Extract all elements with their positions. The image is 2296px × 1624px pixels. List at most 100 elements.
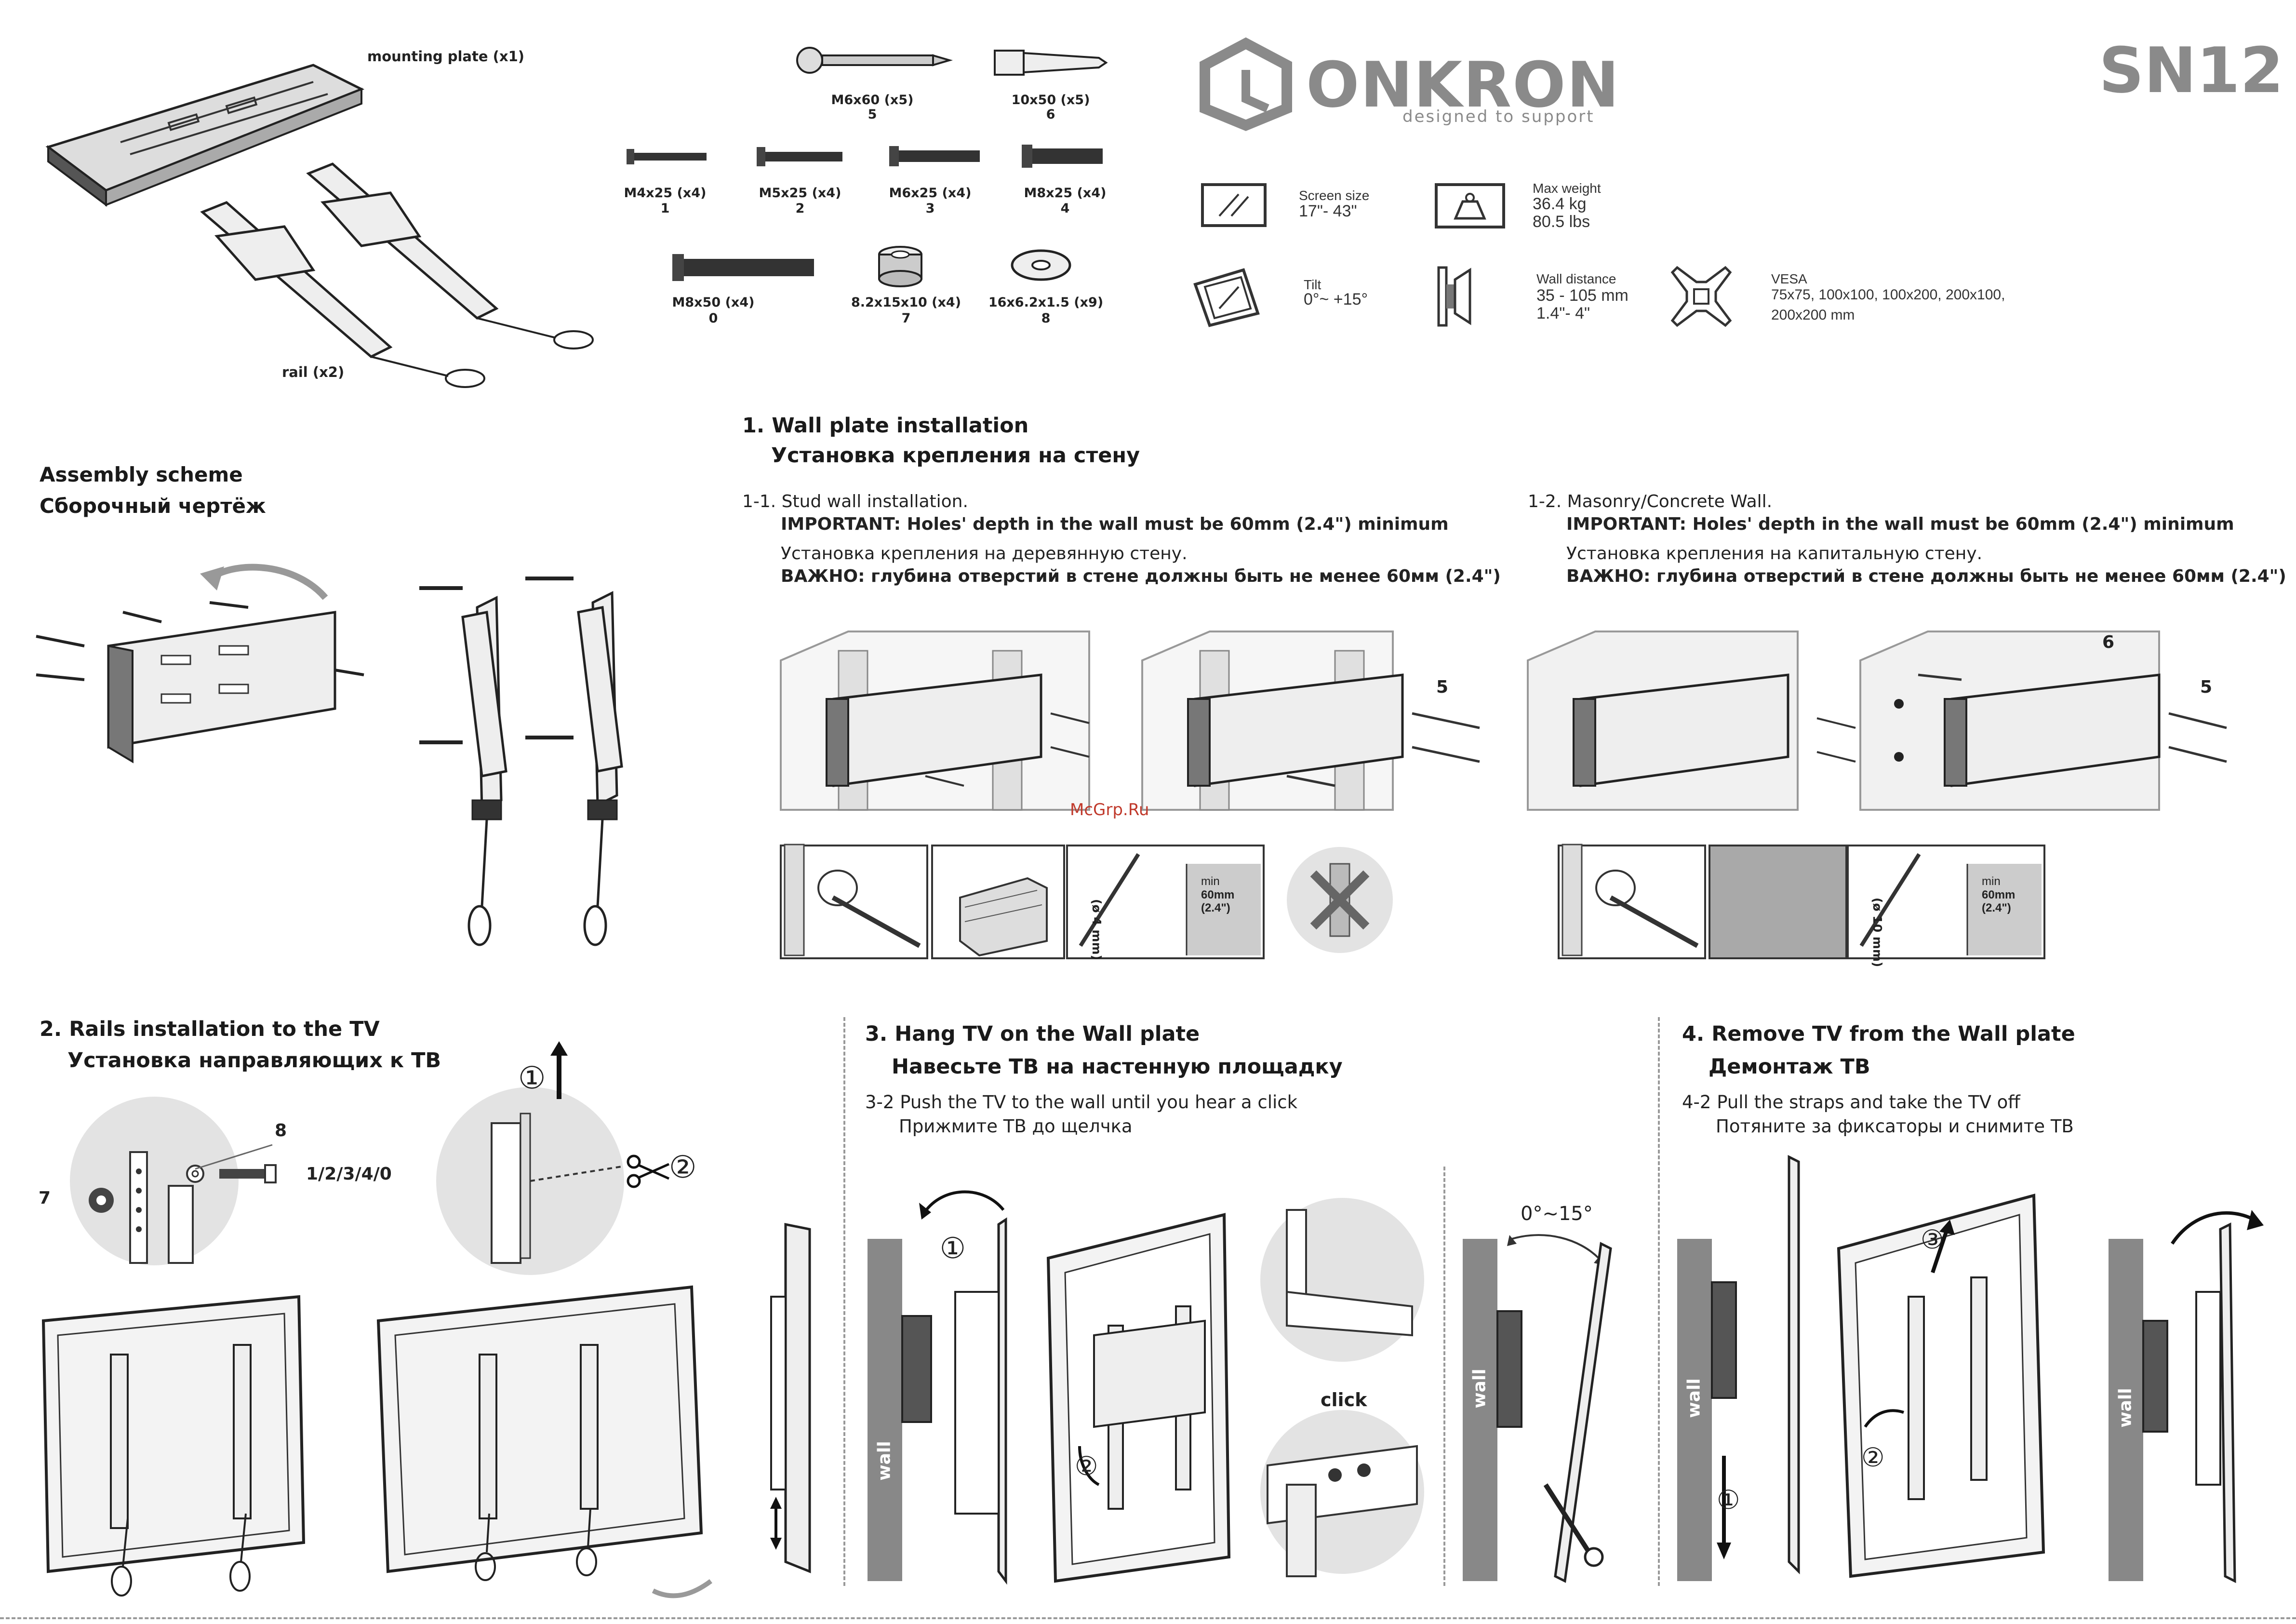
step3-wall-label: wall [874,1441,894,1481]
step1-title-en: 1. Wall plate installation [742,414,1029,438]
wall-slab [868,1239,902,1581]
wall-distance-value2: 1.4"- 4" [1536,304,1590,322]
stud-callout-5: 5 [1436,677,1449,697]
max-weight-title: Max weight [1533,181,1601,196]
wood-stud-icon [959,877,1048,957]
watermark: McGrp.Ru [1070,800,1149,819]
rail-label: rail (x2) [282,364,345,380]
spacer-icon [89,1188,114,1213]
washer-icon [186,1165,204,1183]
step4-instr-en: 4-2 Pull the straps and take the TV off [1682,1092,2020,1113]
remove-tv-side-illustration [1711,1154,1800,1575]
screw-5-label: M6x60 (x5) [831,93,914,107]
screw-icon [219,1164,277,1183]
stud-drill-diameter: (ø 4 mm) [1090,899,1104,960]
max-weight-value2: 80.5 lbs [1533,213,1590,231]
masonry-depth: min 60mm (2.4") [1982,875,2015,915]
screen-size-value: 17"- 43" [1299,202,1357,220]
anchor-6-label: 10x50 (x5) [1011,93,1090,107]
stud-depth: min 60mm (2.4") [1201,875,1234,915]
screw-5-number: 5 [868,107,877,122]
hang-tv-front-illustration [1046,1213,1231,1583]
wall-distance-icon [1437,266,1471,327]
leader-line [195,1144,273,1170]
screw-3-number: 3 [925,201,935,216]
step3-wall-label-2: wall [1469,1369,1490,1409]
tv-icon [1201,183,1267,227]
onkron-logo-icon [1200,37,1292,131]
concrete-texture-icon [1709,845,1847,959]
screw-0-label: M8x50 (x4) [672,295,755,310]
tilt-value: 0°~ +15° [1304,290,1368,309]
stud-title: 1-1. Stud wall installation. [742,492,968,511]
weight-icon [1435,183,1505,228]
tilt-title: Tilt [1304,277,1322,292]
mounting-plate-illustration [45,64,365,207]
stud-title-ru: Установка крепления на деревянную стену. [781,544,1188,564]
screw-m4x25-icon [627,149,707,164]
screw-m8x25-icon [1022,145,1103,168]
screw-m6x60-icon [796,47,953,74]
screw-3-label: M6x25 (x4) [889,186,972,201]
wall-distance-value1: 35 - 105 mm [1536,286,1629,305]
rail-detail-circle-illustration [70,1097,239,1265]
wall-anchor-icon [994,50,1108,76]
screw-2-number: 2 [795,201,805,216]
screw-1-label: M4x25 (x4) [624,186,707,201]
stud-wall-plate-illustration-a [780,631,1090,811]
masonry-wall-plate-illustration-a [1527,631,1856,811]
vesa-value2: 200x200 mm [1771,307,1855,323]
depth-line2: 60mm [1982,888,2016,901]
tv-side-view-illustration [770,1222,811,1573]
wall-slab [1677,1239,1712,1581]
assembly-title-en: Assembly scheme [40,463,243,486]
masonry-wall-plate-illustration-b [1859,631,2227,811]
stud-important-en: IMPORTANT: Holes' depth in the wall must… [781,514,1449,534]
screw-0-number: 0 [708,311,718,326]
screw-2-label: M5x25 (x4) [759,186,841,201]
brand-tagline: designed to support [1402,107,1595,126]
screen-size-title: Screen size [1299,188,1370,203]
step3-tilt-label: 0°~15° [1521,1203,1593,1225]
masonry-important-en: IMPORTANT: Holes' depth in the wall must… [1566,514,2234,534]
hang-detail-circle-b [1260,1410,1424,1577]
step1-title-ru: Установка крепления на стену [771,443,1140,468]
assembly-wall-plate-illustration [36,564,364,764]
assembly-rails-illustration [419,577,623,946]
vesa-value1: 75x75, 100x100, 100x200, 200x100, [1771,287,2005,303]
assembly-title-ru: Сборочный чертёж [40,494,266,518]
tilt-side-illustration [1496,1234,1612,1583]
step2-title-ru: Установка направляющих к ТВ [67,1048,441,1073]
pencil-mark-icon [784,844,921,956]
spacer-icon [878,246,922,287]
pencil-mark-icon [1562,844,1699,956]
mounting-plate-label: mounting plate (x1) [367,48,525,65]
anchor-6-number: 6 [1046,107,1055,122]
step4-instr-ru: Потяните за фиксаторы и снимите ТВ [1716,1116,2074,1137]
step4-title-ru: Демонтаж ТВ [1709,1055,1870,1079]
scissors-detail-circle [436,1087,624,1275]
depth-line1: min [1201,875,1220,888]
wall-distance-title: Wall distance [1536,271,1616,286]
step4-circle-2: ② [1861,1442,1885,1473]
step3-instr-ru: Прижмите ТВ до щелчка [899,1116,1133,1137]
step2-circle-2: ② [669,1150,697,1185]
tv-rails-illustration-b [376,1285,712,1598]
tv-rails-illustration-a [41,1295,306,1597]
masonry-callout-6: 6 [2102,632,2115,652]
remove-tv-front-illustration [1837,1194,2045,1578]
masonry-title-ru: Установка крепления на капитальную стену… [1566,544,1983,564]
stud-important-ru: ВАЖНО: глубина отверстий в стене должны … [781,566,1501,586]
no-anchor-icon [1287,847,1393,953]
step2-callout-screws: 1/2/3/4/0 [306,1164,392,1184]
step4-circle-1: ① [1717,1485,1740,1515]
step2-circle-1: ① [518,1060,546,1096]
max-weight-value1: 36.4 kg [1533,195,1587,213]
depth-line3: (2.4") [1201,901,1230,915]
washer-icon [1011,249,1071,281]
removed-tv-side-illustration [2142,1210,2264,1584]
screw-4-label: M8x25 (x4) [1024,186,1107,201]
stud-wall-plate-illustration-b [1141,631,1480,811]
step3-title-ru: Навесьте ТВ на настенную площадку [892,1055,1343,1079]
step4-title-en: 4. Remove TV from the Wall plate [1682,1022,2075,1046]
